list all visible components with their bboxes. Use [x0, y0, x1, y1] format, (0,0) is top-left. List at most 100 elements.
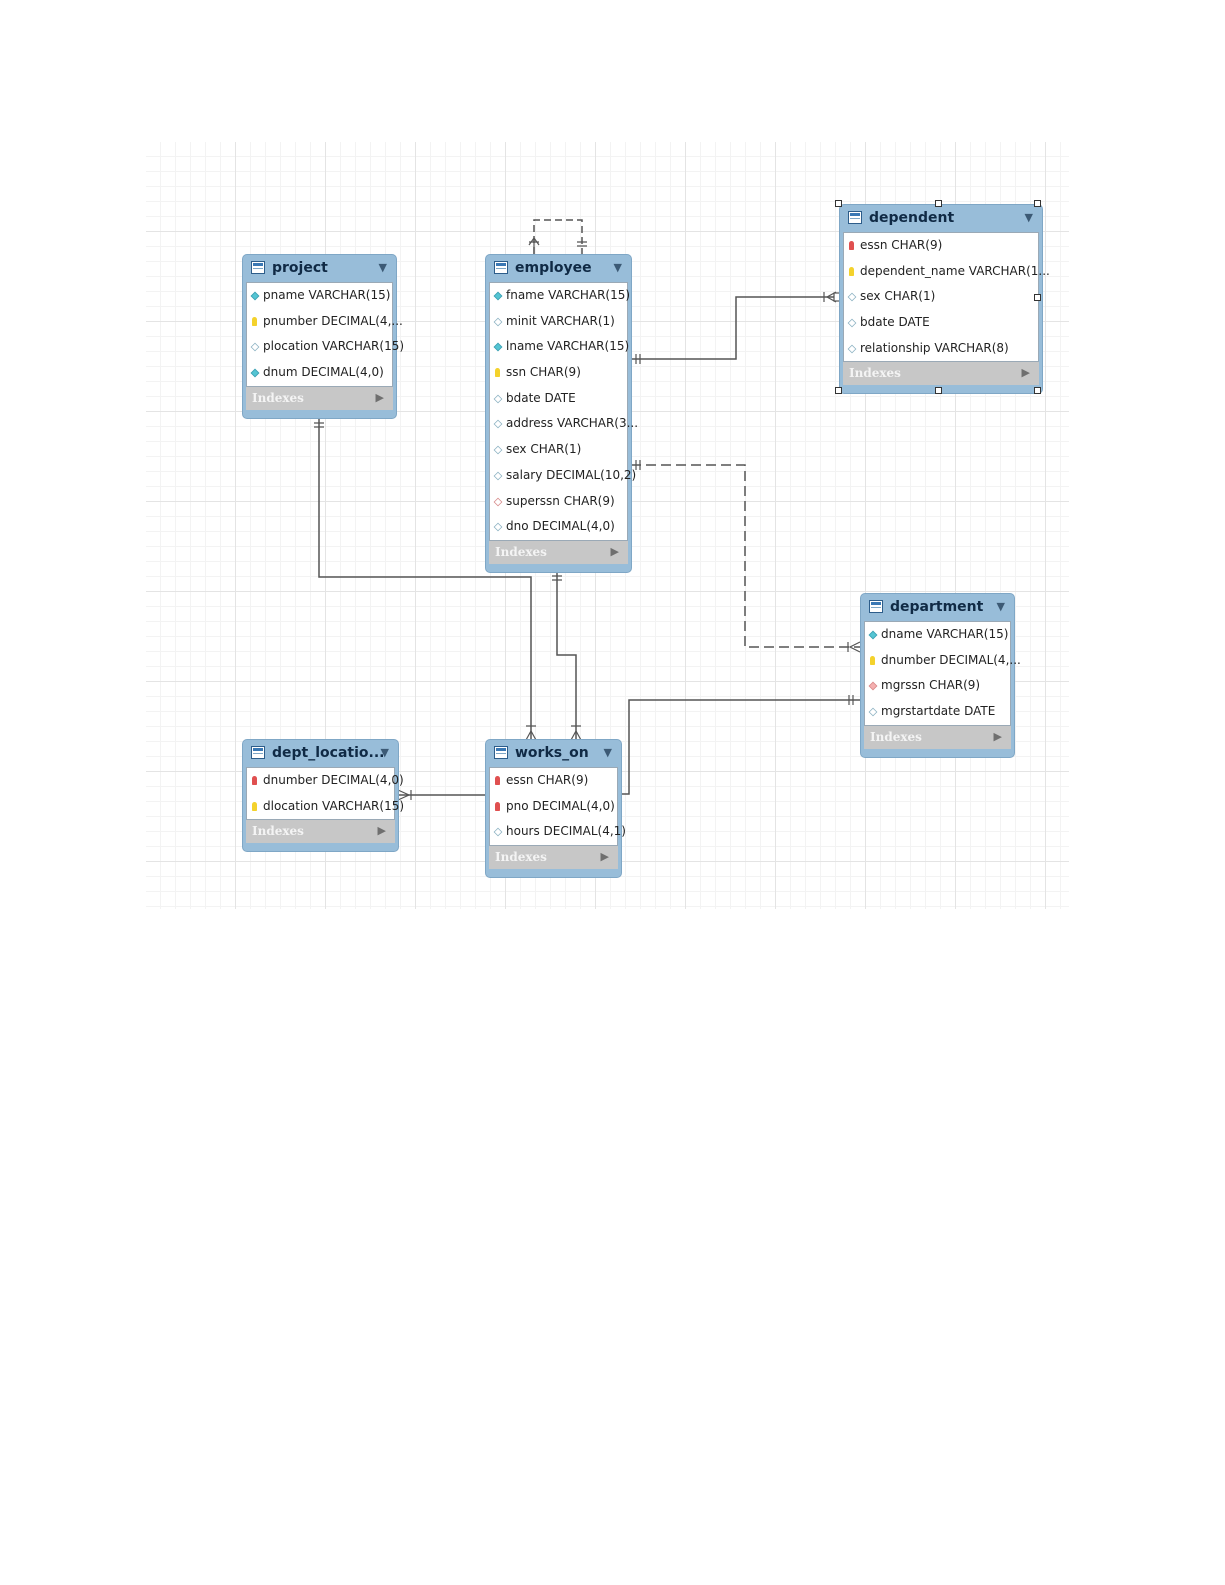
foreign-key-open-icon	[493, 497, 503, 506]
column-row[interactable]: dnum DECIMAL(4,0)	[247, 360, 392, 386]
column-row[interactable]: mgrstartdate DATE	[865, 699, 1010, 725]
table-works-on[interactable]: works_on ▼ essn CHAR(9) pno DECIMAL(4,0)…	[485, 739, 626, 879]
column-list: dname VARCHAR(15) dnumber DECIMAL(4,... …	[864, 621, 1021, 726]
column-row[interactable]: hours DECIMAL(4,1)	[490, 819, 626, 845]
table-employee[interactable]: employee ▼ fname VARCHAR(15) minit VARCH…	[485, 254, 638, 573]
indexes-bar[interactable]: Indexes ▶	[246, 386, 393, 410]
column-row[interactable]: lname VARCHAR(15)	[490, 334, 629, 360]
indexes-bar[interactable]: Indexes ▶	[246, 820, 395, 844]
resize-handle[interactable]	[935, 200, 942, 207]
diamond-open-icon	[493, 445, 503, 455]
column-row[interactable]: essn CHAR(9)	[490, 768, 617, 794]
indexes-label: Indexes	[495, 850, 547, 865]
column-row[interactable]: dlocation VARCHAR(15)	[247, 794, 404, 820]
column-row[interactable]: bdate DATE	[490, 386, 627, 412]
relationship-project-works-on[interactable]	[314, 415, 537, 741]
relationship-employee-department[interactable]	[631, 460, 861, 653]
indexes-bar[interactable]: Indexes ▶	[489, 846, 618, 870]
primary-key-icon	[252, 801, 257, 811]
column-row[interactable]: ssn CHAR(9)	[490, 360, 627, 386]
column-row[interactable]: plocation VARCHAR(15)	[247, 334, 404, 360]
column-row[interactable]: dependent_name VARCHAR(1...	[844, 259, 1050, 285]
collapse-arrow-icon[interactable]: ▼	[378, 261, 387, 274]
relationship-employee-self[interactable]	[528, 219, 587, 254]
table-header[interactable]: project ▼	[243, 255, 396, 282]
diamond-open-icon	[493, 420, 503, 429]
expand-arrow-icon[interactable]: ▶	[600, 850, 609, 864]
relationship-employee-works-on[interactable]	[552, 570, 582, 741]
table-header[interactable]: dependent ▼	[840, 205, 1042, 232]
column-row[interactable]: pname VARCHAR(15)	[247, 283, 392, 309]
column-list: essn CHAR(9) dependent_name VARCHAR(1...…	[843, 232, 1050, 363]
indexes-label: Indexes	[495, 544, 547, 559]
diagram-canvas[interactable]: project ▼ pname VARCHAR(15) pnumber DECI…	[146, 142, 1069, 909]
diamond-open-icon	[847, 318, 857, 328]
collapse-arrow-icon[interactable]: ▼	[603, 746, 612, 759]
diamond-open-icon	[847, 344, 857, 354]
collapse-arrow-icon[interactable]: ▼	[996, 600, 1005, 613]
column-row[interactable]: dno DECIMAL(4,0)	[490, 514, 627, 540]
resize-handle[interactable]	[835, 200, 842, 207]
column-row[interactable]: address VARCHAR(3...	[490, 411, 638, 437]
foreign-primary-key-icon	[252, 776, 257, 785]
table-icon	[869, 600, 883, 613]
column-row[interactable]: fname VARCHAR(15)	[490, 283, 630, 309]
column-row[interactable]: dname VARCHAR(15)	[865, 622, 1010, 648]
indexes-bar[interactable]: Indexes ▶	[843, 362, 1039, 386]
expand-arrow-icon[interactable]: ▶	[1021, 366, 1030, 380]
resize-handle[interactable]	[935, 387, 942, 394]
table-header[interactable]: dept_locatio... ▼	[243, 740, 398, 767]
resize-handle[interactable]	[1034, 387, 1041, 394]
primary-key-icon	[870, 655, 875, 665]
primary-key-icon	[495, 368, 500, 378]
table-header[interactable]: employee ▼	[486, 255, 631, 282]
table-header[interactable]: department ▼	[861, 594, 1014, 621]
relationship-employee-dependent[interactable]	[631, 291, 843, 364]
indexes-bar[interactable]: Indexes ▶	[489, 540, 628, 564]
column-row[interactable]: minit VARCHAR(1)	[490, 309, 627, 335]
collapse-arrow-icon[interactable]: ▼	[1024, 211, 1033, 224]
collapse-arrow-icon[interactable]: ▼	[380, 746, 389, 759]
table-header[interactable]: works_on ▼	[486, 740, 621, 767]
table-project[interactable]: project ▼ pname VARCHAR(15) pnumber DECI…	[242, 254, 404, 419]
table-department[interactable]: department ▼ dname VARCHAR(15) dnumber D…	[860, 593, 1021, 758]
diamond-filled-icon	[250, 291, 260, 301]
table-title: dept_locatio...	[272, 745, 385, 761]
table-dependent[interactable]: dependent ▼ essn CHAR(9) dependent_name …	[839, 204, 1050, 395]
expand-arrow-icon[interactable]: ▶	[377, 824, 386, 838]
relationship-department-works-on[interactable]	[620, 695, 860, 795]
diamond-filled-icon	[250, 368, 260, 378]
column-row[interactable]: dnumber DECIMAL(4,0)	[247, 768, 404, 794]
resize-handle[interactable]	[1034, 200, 1041, 207]
indexes-bar[interactable]: Indexes ▶	[864, 725, 1011, 749]
column-row[interactable]: relationship VARCHAR(8)	[844, 336, 1038, 362]
column-row[interactable]: sex CHAR(1)	[490, 437, 627, 463]
table-title: employee	[515, 260, 592, 276]
expand-arrow-icon[interactable]: ▶	[375, 390, 384, 404]
column-row[interactable]: pnumber DECIMAL(4,...	[247, 309, 403, 335]
collapse-arrow-icon[interactable]: ▼	[613, 261, 622, 274]
column-row[interactable]: salary DECIMAL(10,2)	[490, 463, 636, 489]
column-row[interactable]: mgrssn CHAR(9)	[865, 673, 1010, 699]
resize-handle[interactable]	[835, 387, 842, 394]
foreign-primary-key-icon	[495, 801, 500, 811]
relationship-dept-locations-works-on[interactable]	[397, 789, 486, 801]
indexes-label: Indexes	[870, 729, 922, 744]
table-icon	[494, 261, 508, 274]
table-dept-locations[interactable]: dept_locatio... ▼ dnumber DECIMAL(4,0) d…	[242, 739, 404, 853]
relationship-layer	[314, 219, 861, 801]
primary-key-icon	[252, 316, 257, 326]
column-list: dnumber DECIMAL(4,0) dlocation VARCHAR(1…	[246, 767, 404, 821]
column-list: fname VARCHAR(15) minit VARCHAR(1) lname…	[489, 282, 638, 541]
column-list: essn CHAR(9) pno DECIMAL(4,0) hours DECI…	[489, 767, 626, 847]
expand-arrow-icon[interactable]: ▶	[993, 729, 1002, 743]
column-row[interactable]: sex CHAR(1)	[844, 284, 1038, 310]
resize-handle[interactable]	[1034, 294, 1041, 301]
column-list: pname VARCHAR(15) pnumber DECIMAL(4,... …	[246, 282, 404, 387]
expand-arrow-icon[interactable]: ▶	[610, 544, 619, 558]
column-row[interactable]: superssn CHAR(9)	[490, 489, 627, 515]
column-row[interactable]: dnumber DECIMAL(4,...	[865, 648, 1021, 674]
column-row[interactable]: essn CHAR(9)	[844, 233, 1038, 259]
column-row[interactable]: pno DECIMAL(4,0)	[490, 794, 617, 820]
column-row[interactable]: bdate DATE	[844, 310, 1038, 336]
